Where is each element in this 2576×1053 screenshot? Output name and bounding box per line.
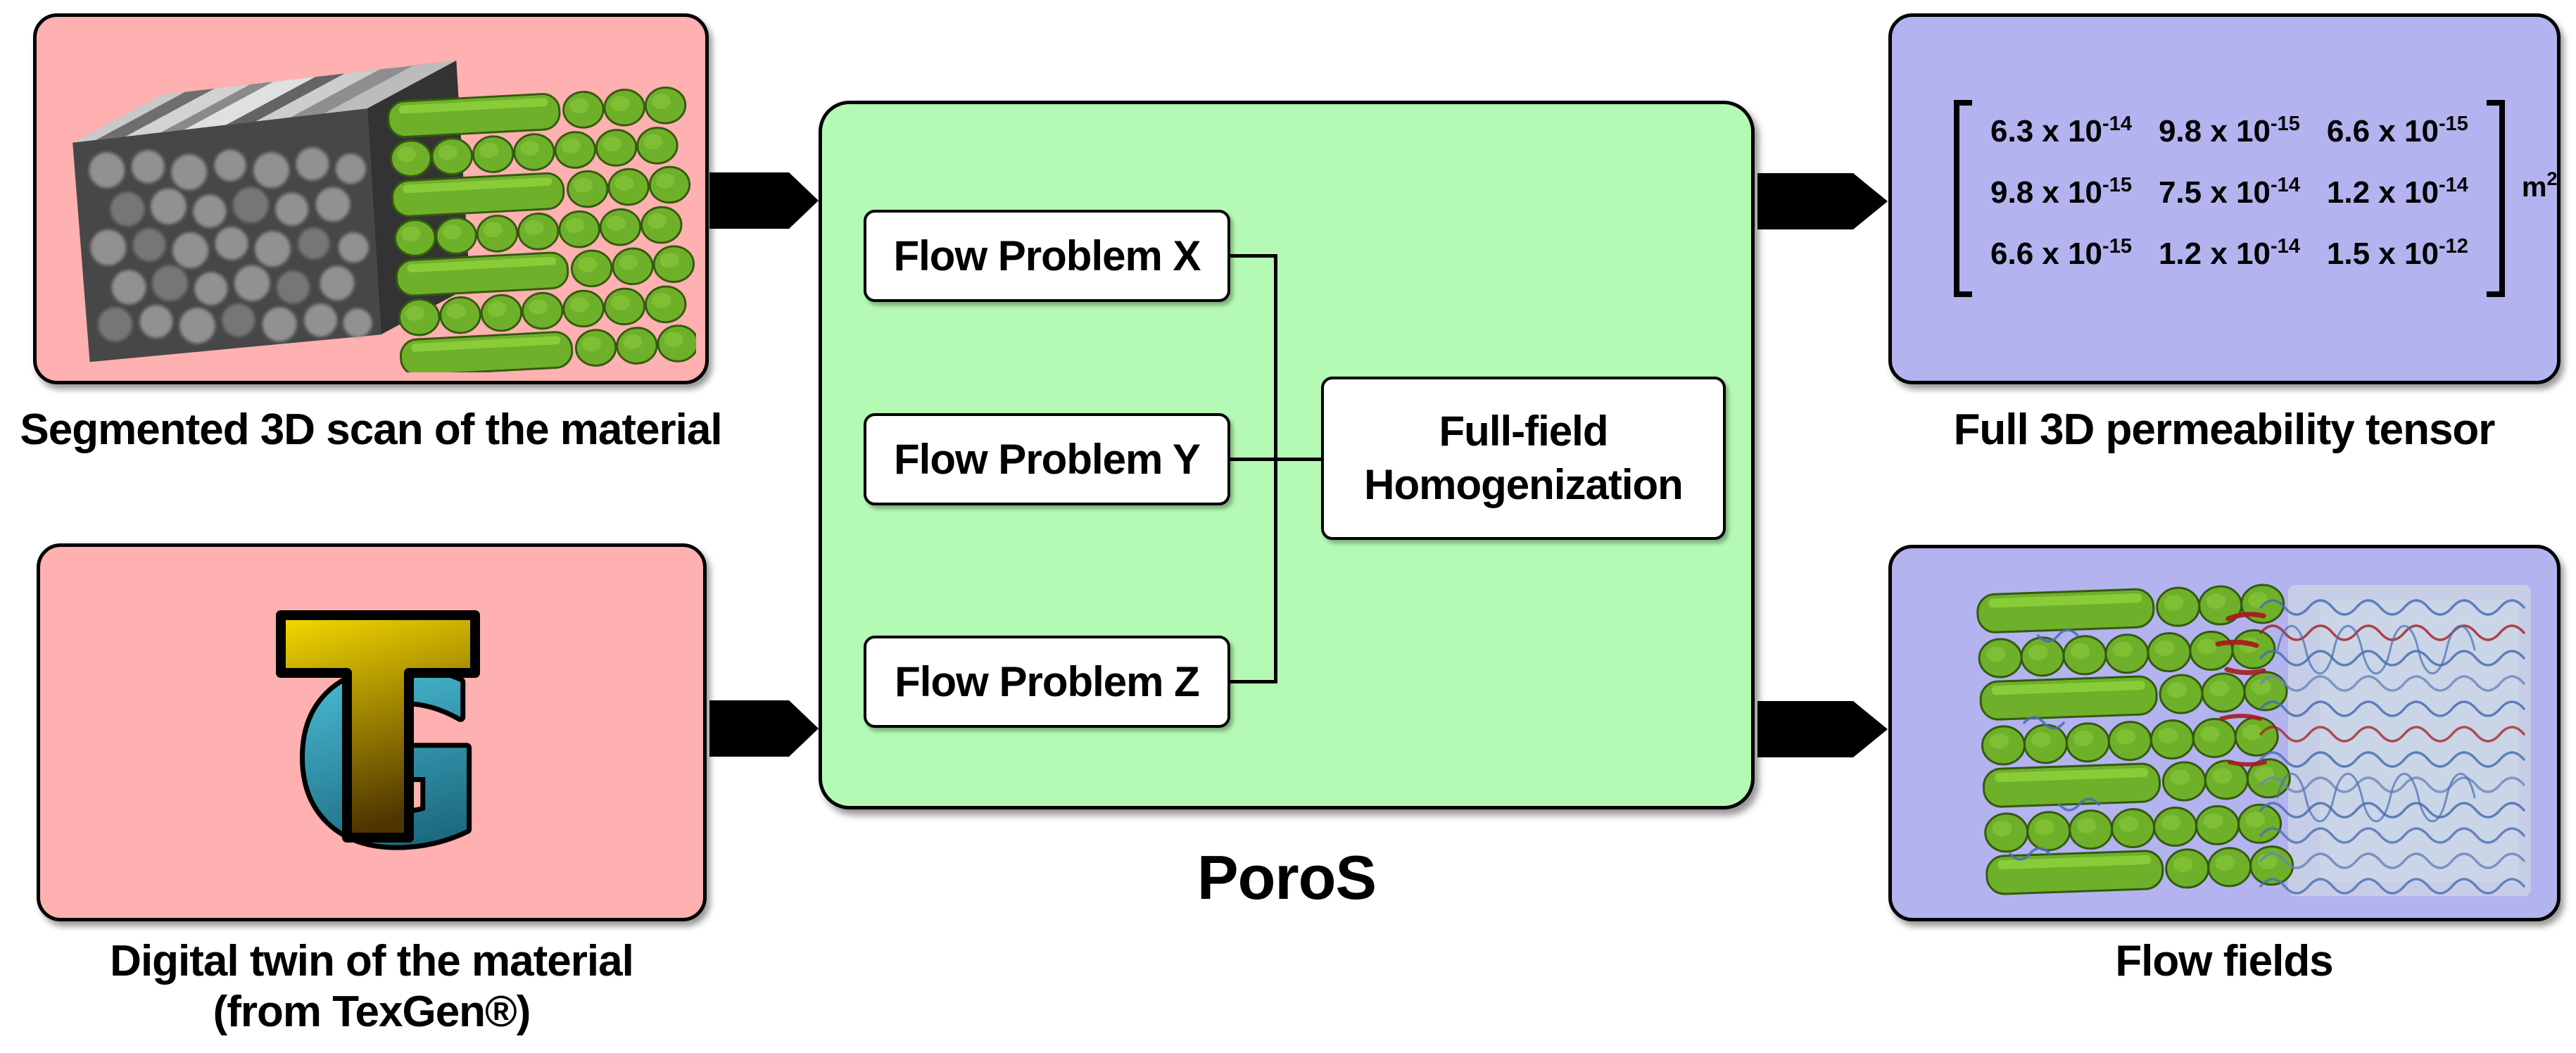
connector-vertical bbox=[1274, 254, 1277, 683]
twin-caption: Digital twin of the material (from TexGe… bbox=[20, 936, 724, 1038]
flow-problem-x-box: Flow Problem X bbox=[864, 210, 1230, 302]
flowfields-caption: Flow fields bbox=[2115, 937, 2333, 985]
streamlines bbox=[2009, 599, 2525, 895]
connector-z bbox=[1230, 680, 1275, 683]
tensor-caption: Full 3D permeability tensor bbox=[1953, 405, 2496, 454]
matrix-bracket-left bbox=[1954, 100, 1972, 297]
tensor-cell: 9.8 x 10-15 bbox=[1990, 173, 2132, 210]
tensor-cell: 1.5 x 10-12 bbox=[2326, 234, 2468, 271]
twin-caption-line2: (from TexGen®) bbox=[213, 988, 531, 1036]
flow-fields-image bbox=[1976, 583, 2531, 896]
arrow-right-icon bbox=[709, 172, 819, 229]
flow-problem-z-box: Flow Problem Z bbox=[864, 636, 1230, 728]
arrow-right-icon bbox=[709, 700, 819, 757]
tensor-unit: m2 bbox=[2521, 168, 2558, 203]
poros-app-name: PoroS bbox=[1197, 843, 1377, 912]
permeability-matrix: 6.3 x 10-14 9.8 x 10-15 6.6 x 10-15 9.8 … bbox=[1954, 100, 2557, 297]
twin-caption-line1: Digital twin of the material bbox=[110, 937, 634, 985]
tensor-cell: 1.2 x 10-14 bbox=[2158, 234, 2300, 271]
tensor-cell: 1.2 x 10-14 bbox=[2326, 173, 2468, 210]
arrow-right-icon bbox=[1757, 173, 1888, 229]
arrow-right-icon bbox=[1757, 701, 1888, 757]
green-fiber-stack bbox=[1976, 583, 2295, 896]
flow-problem-y-box: Flow Problem Y bbox=[864, 413, 1230, 505]
translucent-volume bbox=[2288, 585, 2531, 896]
tensor-cell: 7.5 x 10-14 bbox=[2158, 173, 2300, 210]
scan-caption: Segmented 3D scan of the material bbox=[20, 405, 722, 454]
matrix-bracket-right bbox=[2486, 100, 2505, 297]
tensor-cell: 9.8 x 10-15 bbox=[2158, 112, 2300, 149]
tensor-cell: 6.6 x 10-15 bbox=[1990, 234, 2132, 271]
output-tensor-box: 6.3 x 10-14 9.8 x 10-15 6.6 x 10-15 9.8 … bbox=[1888, 13, 2561, 384]
output-flowfields-box bbox=[1888, 545, 2561, 921]
tensor-cell: 6.3 x 10-14 bbox=[1990, 112, 2132, 149]
connector-x bbox=[1230, 254, 1275, 258]
input-twin-box: G bbox=[37, 543, 707, 921]
matrix-grid: 6.3 x 10-14 9.8 x 10-15 6.6 x 10-15 9.8 … bbox=[1986, 100, 2473, 297]
texgen-logo-icon: G bbox=[276, 610, 488, 873]
scan-image bbox=[72, 60, 696, 372]
input-scan-box bbox=[33, 13, 709, 384]
tensor-cell: 6.6 x 10-15 bbox=[2326, 112, 2468, 149]
green-fiber-stack bbox=[386, 85, 696, 372]
homogenization-box: Full-field Homogenization bbox=[1321, 377, 1726, 540]
